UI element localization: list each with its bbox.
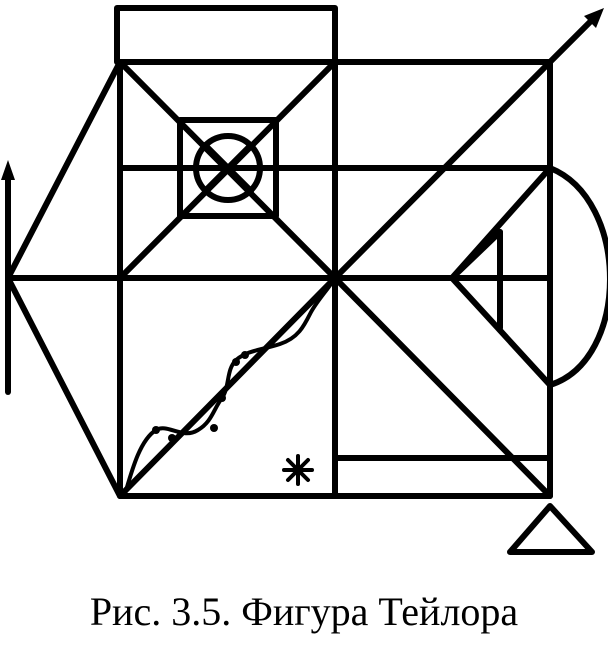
vertical-arrow-icon [1, 160, 15, 395]
inner-triangle [449, 229, 503, 331]
main-diagonal-line [332, 59, 553, 281]
triangle-icon [507, 503, 595, 555]
right-lower-slant [449, 275, 553, 388]
lower-right-diagonal [332, 275, 553, 499]
star-icon [282, 454, 314, 486]
diagonal-arrow-icon [547, 8, 604, 65]
left-kite-bottom-edge [5, 275, 123, 499]
top-rectangle [114, 5, 338, 65]
right-arc [547, 165, 608, 388]
wavy-line-dots [152, 351, 249, 442]
left-kite-top-edge [5, 59, 123, 281]
figure-caption: Рис. 3.5. Фигура Тейлора [89, 589, 519, 634]
